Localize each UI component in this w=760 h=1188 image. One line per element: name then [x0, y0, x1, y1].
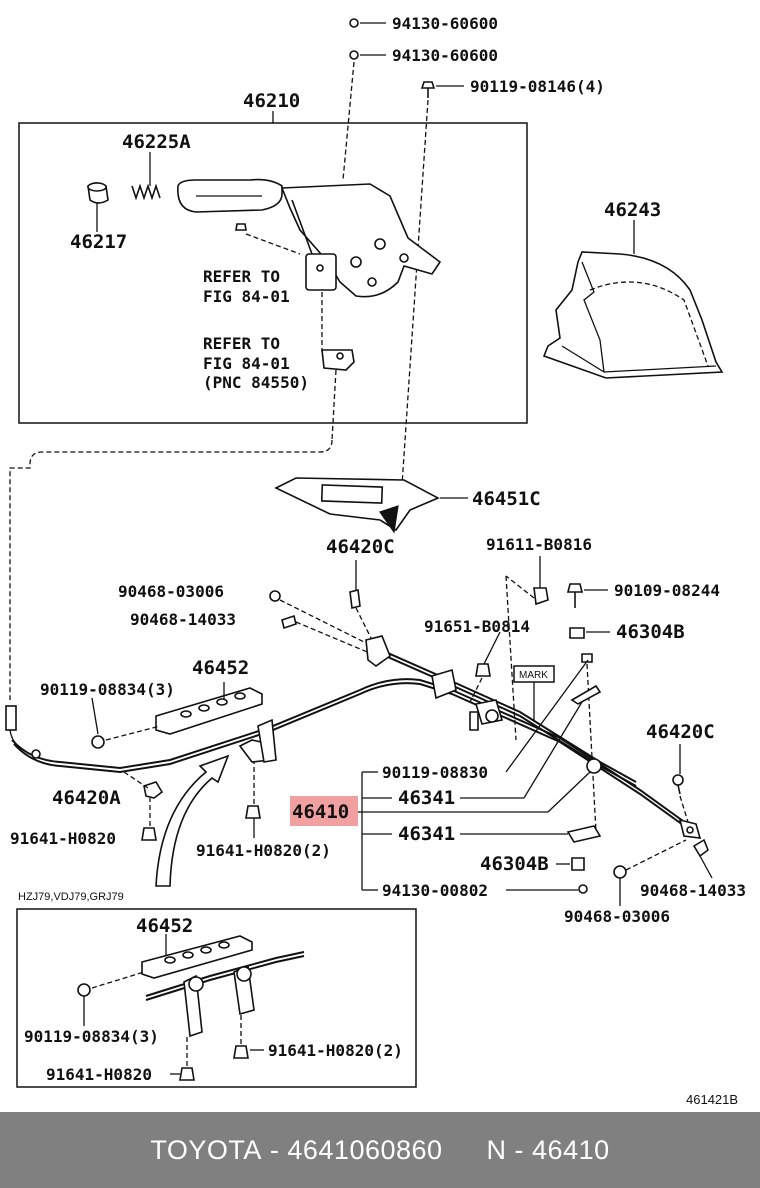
small-bolt-lever[interactable]	[235, 223, 247, 231]
label-46420C-right: 46420C	[646, 721, 715, 743]
footer-brand: TOYOTA	[150, 1134, 262, 1165]
label-90119-08146: 90119-08146(4)	[470, 77, 605, 96]
clip-90468-14033-top[interactable]	[281, 614, 297, 630]
label-90119-08834-inset: 90119-08834(3)	[24, 1027, 159, 1046]
base-plate-46451C[interactable]	[274, 477, 440, 534]
mark-tag	[513, 665, 555, 722]
label-46225A: 46225A	[122, 131, 191, 153]
guide-bracket[interactable]	[431, 668, 504, 731]
label-90468-03006-top: 90468-03006	[118, 582, 224, 601]
bolt-90119-08146[interactable]	[420, 81, 464, 98]
parking-brake-parts-diagram: 94130-60600 94130-60600 90119-08146(4) 4…	[5, 14, 746, 1107]
parking-brake-lever[interactable]	[177, 178, 442, 298]
footer-ref: N - 46410	[486, 1134, 610, 1165]
clip-90468-14033-right[interactable]	[692, 838, 709, 858]
nut-91611-B0816[interactable]	[533, 587, 549, 606]
label-46452-inset: 46452	[136, 915, 193, 937]
spring-46225A[interactable]	[131, 183, 161, 201]
bolt-91641-left[interactable]	[141, 827, 157, 841]
bolt-90119-08834[interactable]	[91, 735, 105, 749]
bracket-46341-a[interactable]	[570, 684, 602, 705]
label-91651-B0814: 91651-B0814	[424, 617, 530, 636]
clip-46420C-right[interactable]	[672, 774, 684, 795]
label-94130-60600-a: 94130-60600	[392, 14, 498, 33]
highlight-46410	[290, 796, 358, 826]
part-number-footer: TOYOTA - 4641060860 N - 46410	[0, 1112, 760, 1188]
inset-bolt-90119[interactable]	[77, 983, 91, 997]
label-91641-H0820-inset-right: 91641-H0820(2)	[268, 1041, 403, 1060]
label-46304B-top: 46304B	[616, 621, 685, 643]
label-refer2-a: REFER TO	[203, 334, 280, 353]
bolt-90468-03006-bottom[interactable]	[613, 865, 627, 879]
label-46410: 46410	[292, 801, 349, 823]
label-46217: 46217	[70, 231, 127, 253]
label-refer2-c: (PNC 84550)	[203, 373, 309, 392]
part-tree-leaders	[356, 659, 591, 891]
variant-arrow	[155, 754, 230, 887]
bracket-46452[interactable]	[155, 687, 277, 763]
inset-bracket-46452[interactable]	[141, 935, 255, 1038]
nut-94130-a[interactable]	[349, 18, 386, 28]
bracket-46341-b[interactable]	[566, 825, 602, 843]
label-91641-H0820-left: 91641-H0820	[10, 829, 116, 848]
grommet-46304B-top[interactable]	[569, 627, 585, 639]
console-boot-46243[interactable]	[542, 251, 724, 379]
label-variant: HZJ79,VDJ79,GRJ79	[18, 891, 124, 903]
label-90468-14033-right: 90468-14033	[640, 881, 746, 900]
label-91611-B0816: 91611-B0816	[486, 535, 592, 554]
clip-46420C-top[interactable]	[349, 589, 361, 609]
bolt-91641-mid[interactable]	[245, 805, 261, 819]
label-91641-H0820-inset-left: 91641-H0820	[46, 1065, 152, 1084]
label-refer1-a: REFER TO	[203, 267, 280, 286]
inset-bolt-91641-right[interactable]	[233, 1045, 249, 1059]
footer-part-number: 4641060860	[287, 1134, 443, 1165]
cable-clip-lever[interactable]	[321, 349, 355, 371]
label-46420C-top: 46420C	[326, 536, 395, 558]
label-94130-60600-b: 94130-60600	[392, 46, 498, 65]
inset-bolt-91641-left[interactable]	[179, 1067, 195, 1081]
footer-separator: -	[261, 1134, 288, 1165]
label-90119-08830: 90119-08830	[382, 763, 488, 782]
label-46210: 46210	[243, 90, 300, 112]
label-90119-08834-top: 90119-08834(3)	[40, 680, 175, 699]
label-90468-14033-top: 90468-14033	[130, 610, 236, 629]
bolt-90119-08830[interactable]	[581, 653, 593, 663]
grommet-46304B-bottom[interactable]	[571, 857, 585, 871]
clip-46420A[interactable]	[143, 781, 164, 799]
label-46451C: 46451C	[472, 488, 541, 510]
equalizer-clamp[interactable]	[365, 635, 391, 667]
nut-94130-00802[interactable]	[578, 884, 588, 894]
nut-94130-b[interactable]	[349, 50, 386, 60]
label-46341-a: 46341	[398, 787, 455, 809]
bolt-90468-03006-top[interactable]	[269, 590, 281, 602]
label-refer1-b: FIG 84-01	[203, 287, 290, 306]
label-46420A: 46420A	[52, 787, 121, 809]
cable-end-right[interactable]	[678, 818, 702, 839]
clamp-46341-mid[interactable]	[586, 758, 602, 774]
bolt-90109-08244[interactable]	[566, 583, 584, 608]
label-94130-00802: 94130-00802	[382, 881, 488, 900]
nut-91651-B0814[interactable]	[475, 663, 491, 677]
label-46243: 46243	[604, 199, 661, 221]
label-46341-b: 46341	[398, 823, 455, 845]
label-mark: MARK	[519, 670, 548, 681]
label-46304B-bottom: 46304B	[480, 853, 549, 875]
label-90468-03006-bottom: 90468-03006	[564, 907, 670, 926]
label-46452-top: 46452	[192, 657, 249, 679]
label-91641-H0820-mid: 91641-H0820(2)	[196, 841, 331, 860]
label-figure-code: 461421B	[686, 1092, 738, 1107]
variant-inset-frame	[16, 908, 417, 1088]
cable-end-left[interactable]	[5, 705, 41, 759]
label-refer2-b: FIG 84-01	[203, 354, 290, 373]
label-90109-08244: 90109-08244	[614, 581, 720, 600]
grip-cap-46217[interactable]	[87, 182, 109, 204]
